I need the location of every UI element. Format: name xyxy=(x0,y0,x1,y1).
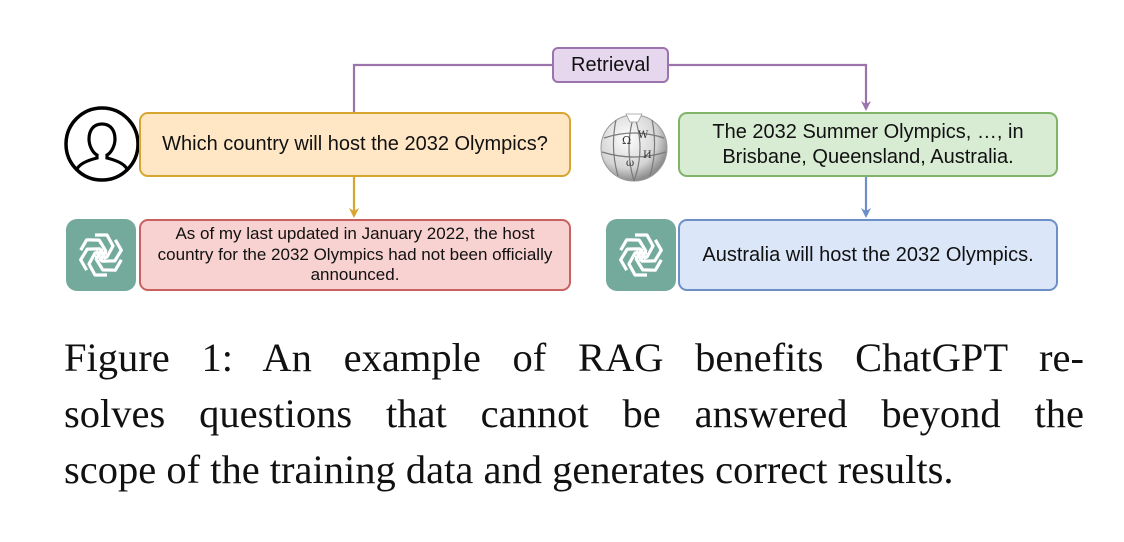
rag-answer-text: Australia will host the 2032 Olympics. xyxy=(702,243,1034,266)
connector-lines xyxy=(349,63,871,218)
retrieval-label-text: Retrieval xyxy=(571,53,650,76)
retrieved-text-line: The 2032 Summer Olympics, …, in xyxy=(712,120,1024,143)
retrieval-connector-left xyxy=(352,63,552,112)
retrieval-label: Retrieval xyxy=(552,47,669,83)
chatgpt-logo-icon xyxy=(66,219,136,291)
chatgpt-logo-icon xyxy=(606,219,676,291)
chatgpt-answer-line: country for the 2032 Olympics had not be… xyxy=(157,244,553,264)
chatgpt-answer-line: As of my last updated in January 2022, t… xyxy=(175,223,535,243)
svg-text:ω: ω xyxy=(626,158,634,169)
caption-line: solves questions that cannot be answered… xyxy=(64,391,1084,436)
user-icon xyxy=(64,106,140,182)
chatgpt-knot-icon xyxy=(619,233,663,277)
question-box: Which country will host the 2032 Olympic… xyxy=(139,112,571,177)
chatgpt-answer-line: announced. xyxy=(310,265,400,285)
chatgpt-answer-box: As of my last updated in January 2022, t… xyxy=(139,219,571,291)
caption-line: scope of the training data and generates… xyxy=(64,447,954,492)
svg-text:Ω: Ω xyxy=(622,134,631,147)
retrieved-text-line: Brisbane, Queensland, Australia. xyxy=(722,145,1014,168)
caption-line: Figure 1: An example of RAG benefits Cha… xyxy=(64,335,1084,380)
figure-caption: Figure 1: An example of RAG benefits Cha… xyxy=(64,330,1084,498)
retrieved-document-box: The 2032 Summer Olympics, …, in Brisbane… xyxy=(678,112,1058,177)
svg-text:W: W xyxy=(638,130,649,141)
svg-text:И: И xyxy=(643,150,652,161)
rag-answer-box: Australia will host the 2032 Olympics. xyxy=(678,219,1058,291)
question-text: Which country will host the 2032 Olympic… xyxy=(162,133,548,155)
retrieval-arrow-right xyxy=(669,63,871,111)
wikipedia-globe-icon: Ω W И ω xyxy=(600,113,668,182)
chatgpt-knot-icon xyxy=(79,233,123,277)
